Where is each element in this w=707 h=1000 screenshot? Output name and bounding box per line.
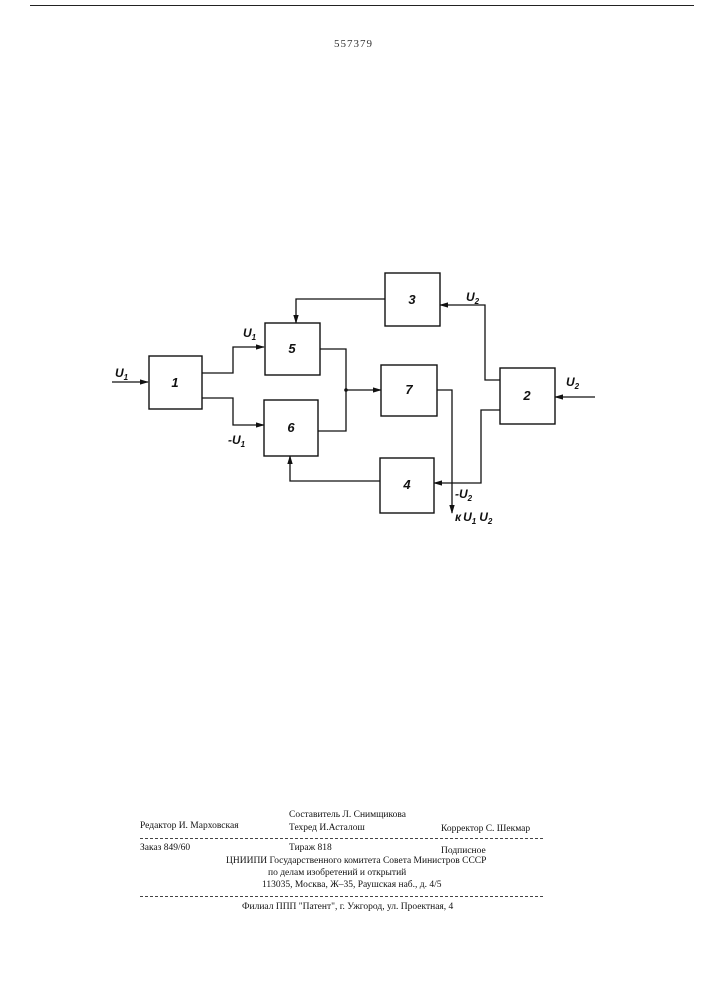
label-output-product: кU1U2	[455, 510, 493, 526]
wire-5-6-sum	[318, 349, 346, 431]
wire-7-output	[437, 390, 452, 513]
label-input-u2: U2	[566, 375, 580, 391]
block-7: 7	[381, 365, 437, 416]
techred-credit: Техред И.Асталош	[289, 823, 365, 833]
editor-credit: Редактор И. Марховская	[140, 821, 239, 831]
svg-text:6: 6	[287, 420, 295, 435]
svg-text:2: 2	[522, 388, 531, 403]
block-2: 2	[500, 368, 555, 424]
svg-text:5: 5	[288, 341, 296, 356]
svg-text:4: 4	[402, 477, 411, 492]
block-3: 3	[385, 273, 440, 326]
wire-4-to-6	[290, 456, 380, 481]
wire-2-to-3	[440, 305, 500, 380]
label-u2-to-3: U2	[466, 290, 480, 306]
org-address: 113035, Москва, Ж–35, Раушская наб., д. …	[262, 880, 441, 890]
block-5: 5	[265, 323, 320, 375]
block-6: 6	[264, 400, 318, 456]
divider-2	[140, 896, 543, 897]
circulation: Тираж 818	[289, 843, 332, 853]
compiler-credit: Составитель Л. Снимщикова	[289, 810, 406, 820]
wire-1-to-6	[202, 398, 264, 425]
summing-node	[344, 388, 348, 392]
subscription-note: Подписное	[441, 846, 486, 856]
svg-text:1: 1	[171, 375, 178, 390]
corrector-credit: Корректор С. Шекмар	[441, 824, 530, 834]
branch-address: Филиал ППП "Патент", г. Ужгород, ул. Про…	[242, 902, 453, 912]
org-line-1: ЦНИИПИ Государственного комитета Совета …	[226, 856, 486, 866]
wire-2-to-4	[434, 410, 500, 483]
label-u1-to-5: U1	[243, 326, 257, 342]
wire-1-to-5	[202, 347, 264, 373]
block-1: 1	[149, 356, 202, 409]
svg-text:7: 7	[405, 382, 413, 397]
wire-3-to-5	[296, 299, 385, 323]
order-number: Заказ 849/60	[140, 843, 190, 853]
org-line-2: по делам изобретений и открытий	[268, 868, 406, 878]
svg-text:3: 3	[408, 292, 416, 307]
label-input-u1: U1	[115, 366, 129, 382]
divider-1	[140, 838, 543, 839]
label-minus-u2: -U2	[455, 487, 473, 503]
label-minus-u1: -U1	[228, 433, 246, 449]
block-4: 4	[380, 458, 434, 513]
